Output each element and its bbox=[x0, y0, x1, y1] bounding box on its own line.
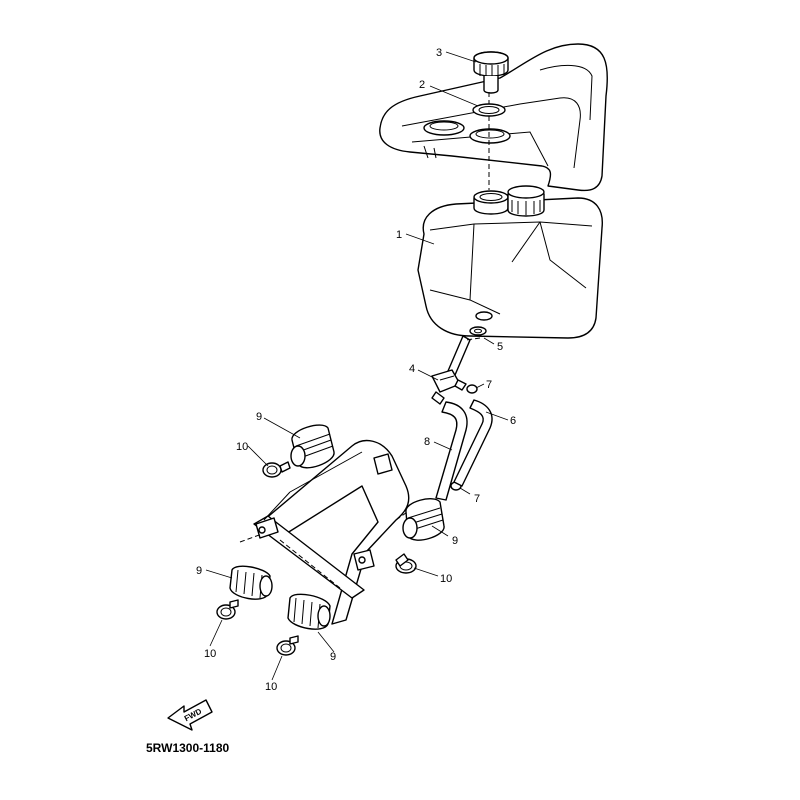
damper-rubber-part bbox=[229, 565, 273, 600]
callout-9: 9 bbox=[452, 535, 458, 547]
clamp-band-part bbox=[216, 599, 239, 620]
vent-hose-part bbox=[453, 399, 493, 487]
callout-leader-lines bbox=[205, 51, 509, 681]
assembly-centerlines bbox=[465, 92, 490, 341]
damper-rubber-part bbox=[402, 498, 445, 541]
callout-9: 9 bbox=[330, 651, 336, 663]
callout-3: 3 bbox=[436, 47, 442, 59]
fuel-tank-part bbox=[417, 185, 603, 339]
callout-10: 10 bbox=[440, 573, 452, 585]
washer-part bbox=[469, 326, 487, 336]
damper-rubber-part bbox=[287, 593, 331, 630]
callout-7: 7 bbox=[486, 379, 492, 391]
tank-frame-bracket bbox=[239, 439, 411, 625]
forward-direction-arrow: FWD bbox=[167, 699, 213, 731]
callout-10: 10 bbox=[236, 441, 248, 453]
callout-10: 10 bbox=[265, 681, 277, 693]
callout-8: 8 bbox=[424, 436, 430, 448]
callout-2: 2 bbox=[419, 79, 425, 91]
clamp-band-part bbox=[262, 461, 291, 478]
callout-4: 4 bbox=[409, 363, 415, 375]
fuel-cock-part bbox=[431, 335, 471, 405]
clamp-band-part bbox=[395, 553, 417, 574]
fuel-hose-part bbox=[435, 401, 468, 501]
callout-10: 10 bbox=[204, 648, 216, 660]
callout-7: 7 bbox=[474, 493, 480, 505]
drawing-code: 5RW1300-1180 bbox=[146, 741, 230, 755]
clamp-band-part bbox=[276, 635, 299, 656]
callout-6: 6 bbox=[510, 415, 516, 427]
callout-5: 5 bbox=[497, 341, 503, 353]
callout-numbers: 3 2 1 5 4 7 6 8 7 9 10 9 10 9 10 9 10 bbox=[196, 47, 516, 693]
damper-rubber-part bbox=[290, 424, 335, 469]
callout-9: 9 bbox=[256, 411, 262, 423]
callout-9: 9 bbox=[196, 565, 202, 577]
tank-cover bbox=[379, 43, 609, 192]
callout-1: 1 bbox=[396, 229, 402, 241]
fuel-cap-part bbox=[473, 51, 509, 94]
